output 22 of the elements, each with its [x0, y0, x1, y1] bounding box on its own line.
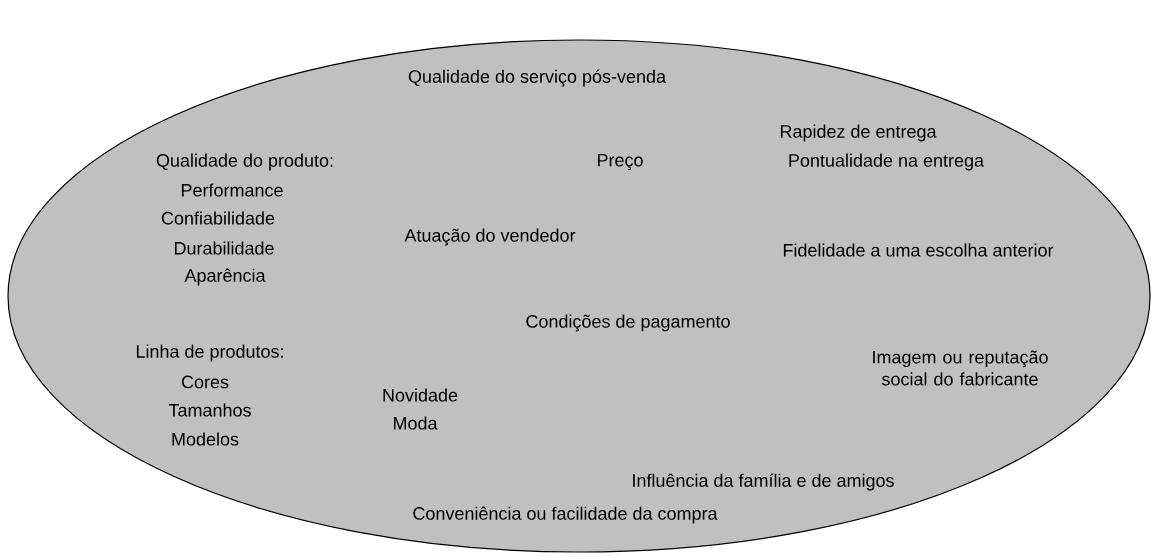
text-label: Novidade — [383, 388, 458, 402]
text-label: Conveniência ou facilidade da compra — [413, 506, 718, 524]
text-label: Atuação do vendedor — [404, 228, 576, 246]
text-label: Performance — [181, 183, 283, 197]
text-label: Linha de produtos: — [136, 344, 283, 362]
text-label: Confiabilidade — [161, 211, 275, 225]
text-label: Qualidade do produto: — [156, 153, 333, 171]
text-label: Moda — [393, 416, 438, 430]
text-label: Tamanhos — [168, 403, 251, 417]
text-label: Cores — [181, 375, 229, 389]
text-label: Imagem ou reputação social do fabricante — [873, 350, 1048, 386]
ellipse — [7, 39, 1151, 553]
text-label: Preço — [597, 153, 643, 171]
text-label: Rapidez de entrega — [780, 124, 937, 142]
text-label: Pontualidade na entrega — [789, 153, 985, 171]
text-label: Aparência — [184, 268, 266, 286]
text-label: Qualidade do serviço pós-venda — [408, 69, 667, 87]
text-label: Durabilidade — [174, 241, 274, 255]
text-label: Modelos — [172, 432, 239, 446]
text-label: Fidelidade a uma escolha anterior — [783, 243, 1054, 257]
text-label: Condições de pagamento — [526, 314, 730, 332]
text-label: Influência da família e de amigos — [633, 473, 894, 491]
